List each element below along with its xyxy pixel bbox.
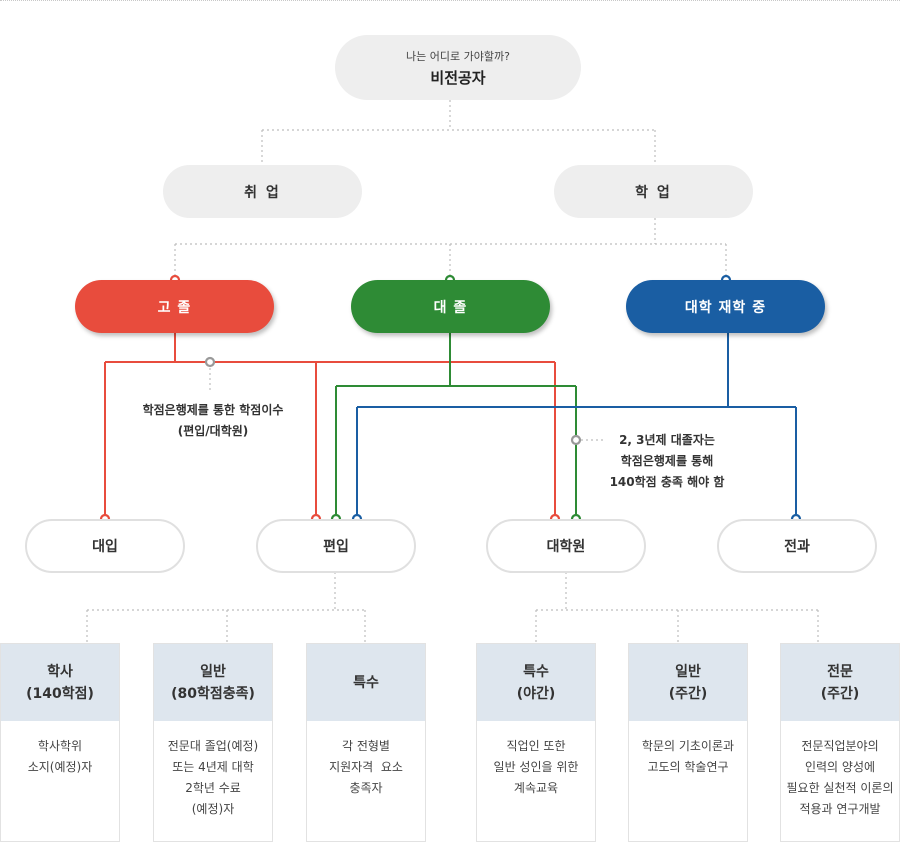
card-desc-line: 전문대 졸업(예정) — [167, 739, 259, 753]
card-description: 전문직업분야의 인력의 양성에 필요한 실천적 이론의 적용과 연구개발 — [781, 721, 899, 820]
top-title: 비전공자 — [430, 68, 486, 87]
card-bachelor: 학사 (140학점) 학사학위 소지(예정)자 — [0, 643, 120, 842]
card-desc-line: 적용과 연구개발 — [799, 802, 881, 816]
top-subtitle: 나는 어디로 가야할까? — [406, 49, 510, 63]
card-title-line: 특수 — [523, 663, 549, 680]
node-employment: 취 업 — [163, 165, 362, 218]
card-general-80: 일반 (80학점충족) 전문대 졸업(예정) 또는 4년제 대학 2학년 수료 … — [153, 643, 273, 842]
card-description: 전문대 졸업(예정) 또는 4년제 대학 2학년 수료 (예정)자 — [154, 721, 272, 820]
node-college: 대 졸 — [351, 280, 550, 333]
card-title-line: 일반 — [675, 663, 701, 680]
note-credit-bank-line: (편입/대학원) — [177, 424, 249, 438]
green-paths — [335, 333, 577, 519]
card-desc-line: 학문의 기초이론과 — [641, 739, 735, 753]
card-desc-line: 전문직업분야의 — [801, 739, 879, 753]
card-title-line: 특수 — [353, 674, 379, 691]
node-study: 학 업 — [554, 165, 753, 218]
card-special-night: 특수 (야간) 직업인 또한 일반 성인을 위한 계속교육 — [476, 643, 596, 842]
card-title: 학사 (140학점) — [1, 644, 119, 721]
dot-credit-bank-note — [204, 356, 216, 368]
card-description: 각 전형별 지원자격 요소 충족자 — [307, 721, 425, 799]
note-three-year: 2, 3년제 대졸자는 학점은행제를 통해 140학점 충족 해야 함 — [592, 430, 742, 493]
card-desc-line: 2학년 수료 — [185, 781, 241, 795]
blue-paths — [356, 333, 797, 519]
card-description: 학사학위 소지(예정)자 — [1, 721, 119, 778]
card-title-line: 전문 — [827, 663, 853, 680]
card-desc-line: 직업인 또한 — [506, 739, 566, 753]
top-node: 나는 어디로 가야할까? 비전공자 — [335, 35, 581, 100]
dot-three-year-note — [570, 434, 582, 446]
note-three-year-line: 140학점 충족 해야 함 — [609, 475, 725, 489]
card-title-line: (주간) — [668, 685, 708, 702]
card-description: 학문의 기초이론과 고도의 학술연구 — [629, 721, 747, 778]
node-graduate: 대학원 — [486, 519, 646, 573]
card-desc-line: 지원자격 요소 — [329, 760, 403, 774]
card-title-line: (80학점충족) — [171, 685, 255, 702]
card-general-day: 일반 (주간) 학문의 기초이론과 고도의 학술연구 — [628, 643, 748, 842]
card-special-transfer: 특수 각 전형별 지원자격 요소 충족자 — [306, 643, 426, 842]
note-credit-bank: 학점은행제를 통한 학점이수 (편입/대학원) — [118, 400, 308, 442]
node-highschool: 고 졸 — [75, 280, 274, 333]
card-title-line: (주간) — [820, 685, 860, 702]
card-title: 일반 (80학점충족) — [154, 644, 272, 721]
card-title-line: (140학점) — [26, 685, 94, 702]
card-title: 전문 (주간) — [781, 644, 899, 721]
card-desc-line: 충족자 — [349, 781, 383, 795]
card-title-line: 학사 — [47, 663, 73, 680]
node-admission: 대입 — [25, 519, 185, 573]
node-enrolled: 대학 재학 중 — [626, 280, 825, 333]
note-three-year-line: 2, 3년제 대졸자는 — [619, 433, 715, 447]
card-desc-line: 고도의 학술연구 — [647, 760, 729, 774]
note-three-year-line: 학점은행제를 통해 — [620, 454, 714, 468]
card-desc-line: 일반 성인을 위한 — [493, 760, 579, 774]
card-desc-line: 소지(예정)자 — [27, 760, 93, 774]
card-desc-line: 필요한 실천적 이론의 — [786, 781, 894, 795]
note-credit-bank-line: 학점은행제를 통한 학점이수 — [142, 403, 284, 417]
card-desc-line: (예정)자 — [191, 802, 235, 816]
node-major-change: 전과 — [717, 519, 877, 573]
top-divider — [0, 0, 900, 1]
card-title-line: 일반 — [200, 663, 226, 680]
card-desc-line: 계속교육 — [513, 781, 559, 795]
card-description: 직업인 또한 일반 성인을 위한 계속교육 — [477, 721, 595, 799]
card-title: 일반 (주간) — [629, 644, 747, 721]
node-transfer: 편입 — [256, 519, 416, 573]
card-title: 특수 — [307, 644, 425, 721]
card-desc-line: 학사학위 — [37, 739, 83, 753]
card-desc-line: 또는 4년제 대학 — [172, 760, 254, 774]
card-desc-line: 인력의 양성에 — [804, 760, 876, 774]
card-professional-day: 전문 (주간) 전문직업분야의 인력의 양성에 필요한 실천적 이론의 적용과 … — [780, 643, 900, 842]
red-paths — [104, 333, 556, 519]
grey-connectors — [86, 100, 819, 643]
card-title-line: (야간) — [516, 685, 556, 702]
card-desc-line: 각 전형별 — [342, 739, 390, 753]
card-title: 특수 (야간) — [477, 644, 595, 721]
